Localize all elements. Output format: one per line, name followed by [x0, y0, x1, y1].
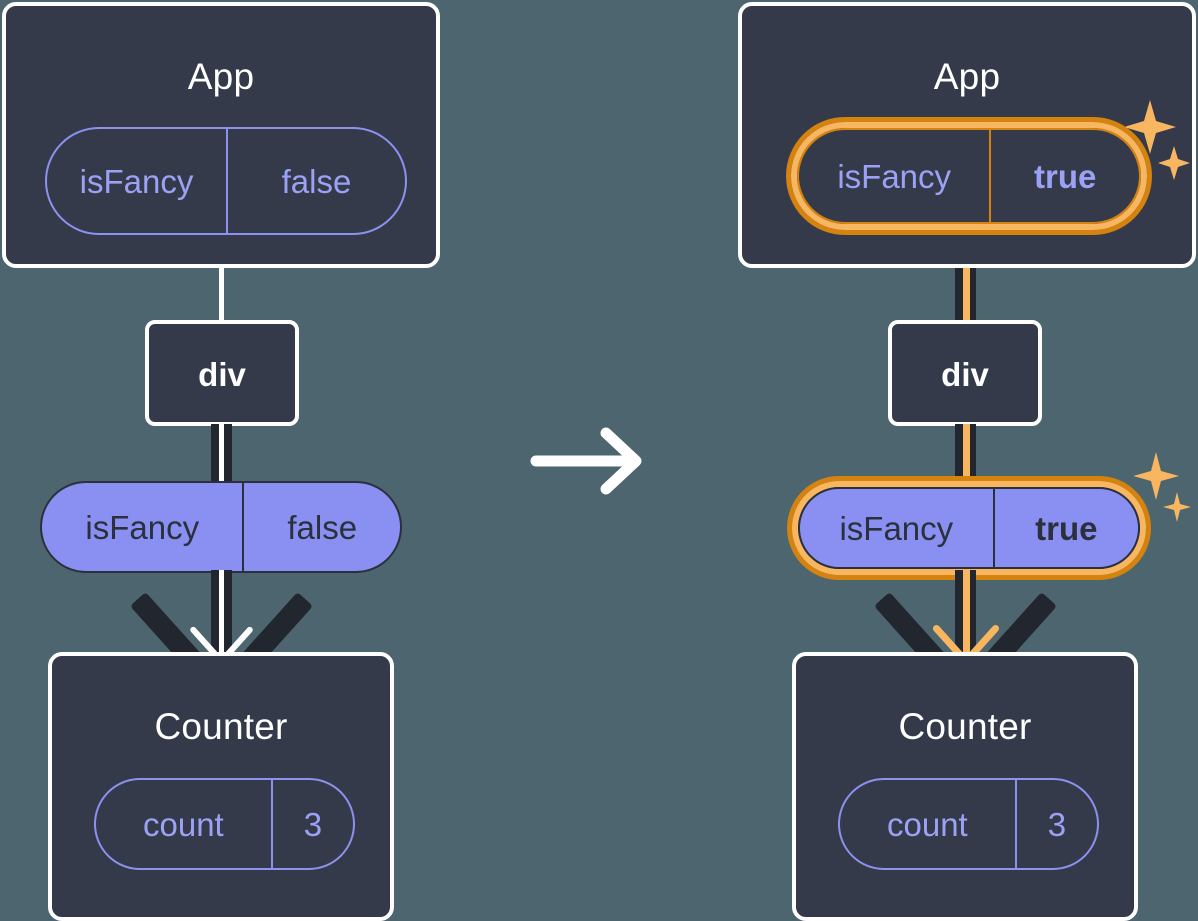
prop-pill-before[interactable]: isFancy false: [40, 481, 402, 573]
counter-node-before[interactable]: Counter count 3: [48, 652, 394, 921]
div-label-after: div: [941, 356, 989, 393]
pill-name: isFancy: [839, 509, 954, 547]
div-label-before: div: [198, 356, 246, 393]
arrow-shaft-line-after: [963, 570, 970, 660]
app-title-before: App: [187, 56, 255, 97]
app-node-before[interactable]: App isFancy false: [2, 2, 440, 268]
app-state-pill-before[interactable]: isFancy false: [45, 127, 407, 235]
app-title-after: App: [933, 56, 1001, 97]
pill-value: true: [989, 130, 1139, 222]
counter-state-pill-before[interactable]: count 3: [94, 778, 355, 870]
prop-pill-after[interactable]: isFancy true: [798, 487, 1140, 569]
connector-app-to-div-line-after: [963, 226, 970, 326]
pill-value: 3: [1014, 780, 1097, 868]
pill-name: count: [143, 805, 224, 843]
pill-name: isFancy: [837, 157, 952, 195]
sparkle-icon-app-after: [1124, 98, 1190, 190]
arrow-shaft-line-before: [219, 570, 224, 660]
counter-state-pill-after[interactable]: count 3: [838, 778, 1099, 870]
div-node-after[interactable]: div: [888, 320, 1042, 426]
counter-title-after: Counter: [898, 706, 1032, 747]
pill-name: isFancy: [85, 508, 200, 546]
connector-div-to-prop-line-before: [219, 424, 224, 484]
pill-name: isFancy: [79, 162, 194, 200]
app-state-pill-after[interactable]: isFancy true: [797, 128, 1141, 224]
sparkle-icon-prop-after: [1133, 450, 1192, 530]
div-node-before[interactable]: div: [145, 320, 299, 426]
pill-value: false: [242, 483, 400, 571]
counter-title-before: Counter: [154, 706, 288, 747]
pill-value: false: [226, 129, 405, 233]
pill-value: 3: [270, 780, 353, 868]
counter-node-after[interactable]: Counter count 3: [792, 652, 1138, 921]
pill-name: count: [887, 805, 968, 843]
connector-div-to-prop-line-after: [963, 424, 970, 484]
transition-arrow-right-icon: [530, 425, 648, 497]
connector-app-to-div-before: [219, 266, 224, 324]
pill-value: true: [992, 489, 1138, 567]
